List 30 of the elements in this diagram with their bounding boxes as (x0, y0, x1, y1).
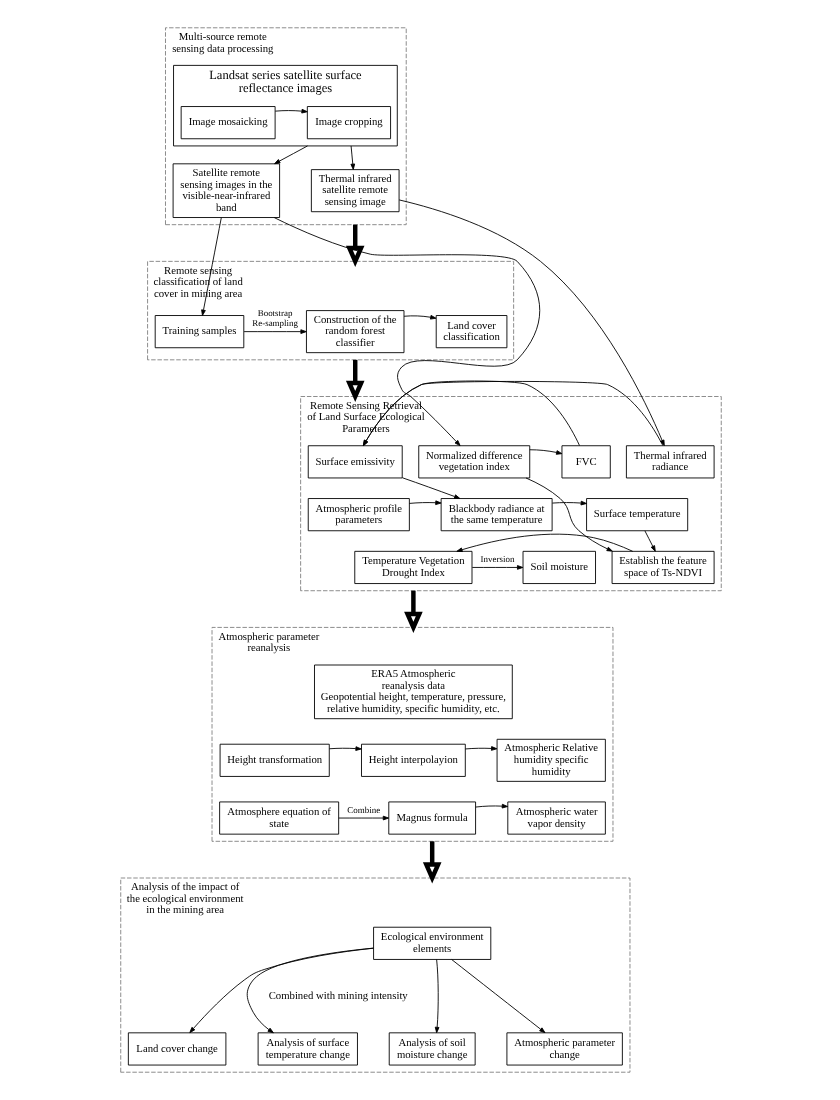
arrow (344, 359, 364, 403)
arrow (433, 959, 439, 1034)
arrow (272, 217, 540, 447)
arrow (188, 947, 373, 1034)
arrow (242, 329, 306, 334)
arrow (528, 449, 562, 455)
arrow (455, 533, 633, 552)
arrow (344, 224, 364, 267)
arrow (470, 565, 523, 570)
arrow (245, 947, 373, 1034)
arrow (403, 590, 422, 633)
arrow (550, 500, 586, 506)
arrow (474, 803, 508, 809)
arrow (361, 381, 663, 447)
arrow (401, 477, 460, 499)
arrow (463, 746, 497, 751)
arrow (361, 380, 579, 447)
arrow (421, 841, 441, 884)
arrow (337, 815, 389, 821)
arrow (327, 746, 361, 751)
arrow (524, 477, 612, 552)
arrow (200, 217, 221, 316)
arrow (402, 314, 436, 320)
arrow (273, 108, 307, 114)
arrow (643, 530, 655, 552)
arrow (397, 199, 664, 447)
arrow (349, 145, 355, 170)
arrow (273, 145, 307, 165)
arrow (450, 959, 545, 1034)
arrow (407, 500, 441, 506)
